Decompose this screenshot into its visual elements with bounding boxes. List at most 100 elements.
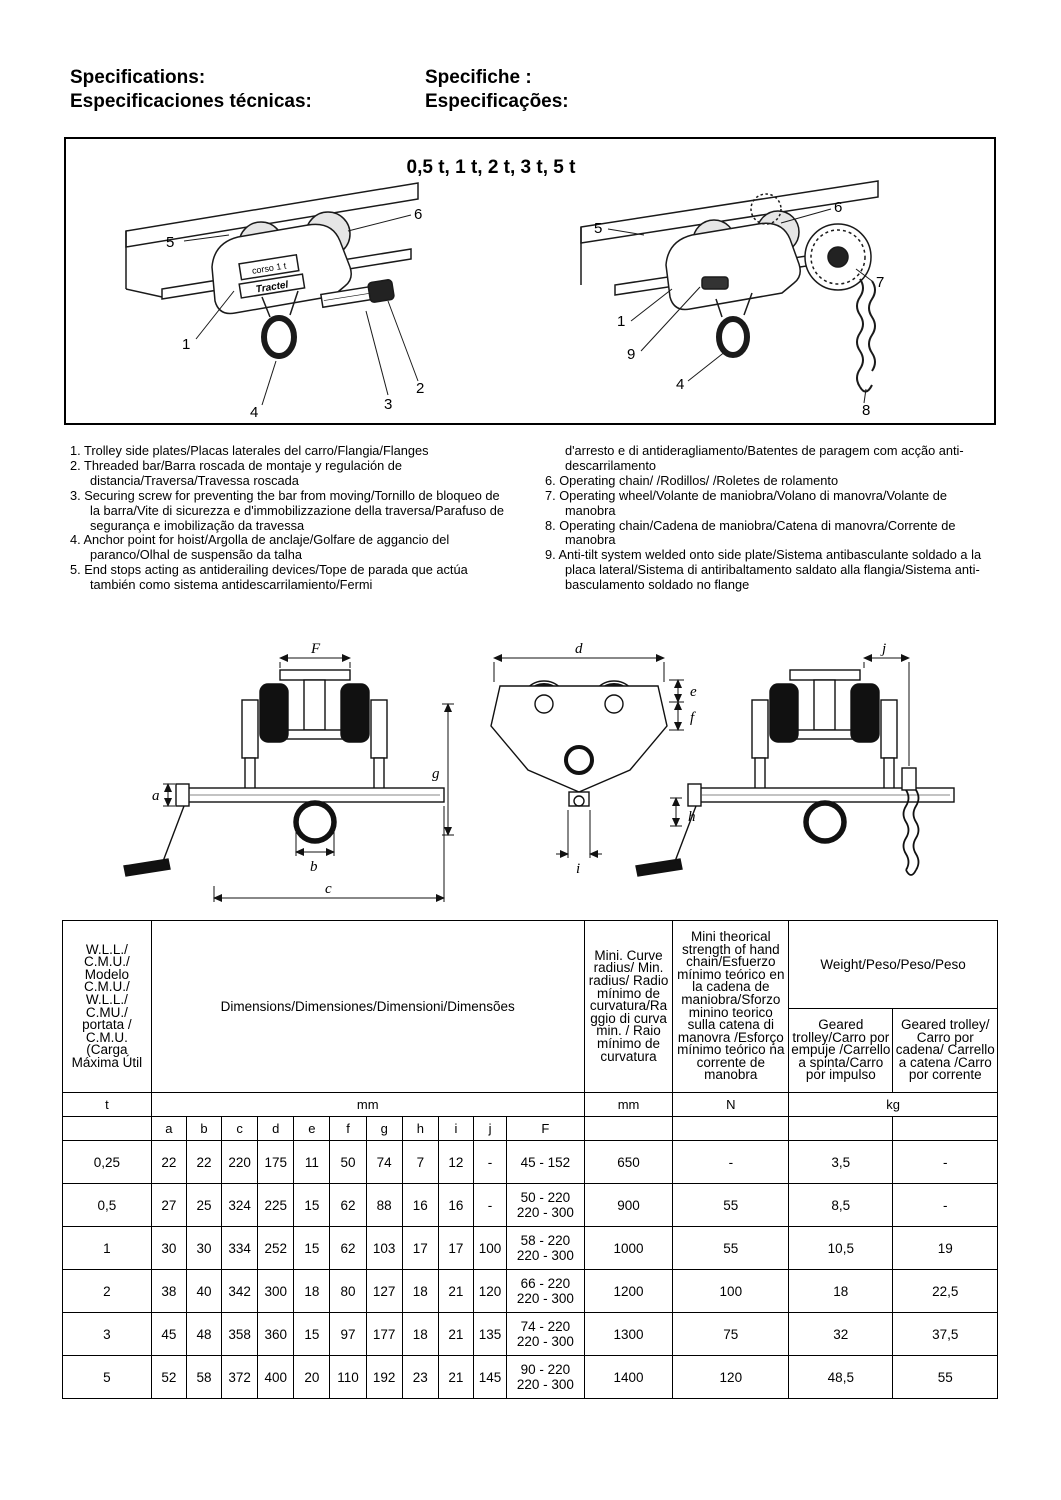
unit-t: t	[62, 1092, 152, 1117]
page-title-left: Specifications: Especificaciones técnica…	[70, 66, 312, 114]
callout-6-right: 6	[834, 199, 842, 216]
anchor-ring-right	[716, 316, 750, 358]
cell-radius: 900	[583, 1183, 674, 1227]
title-en: Specifications:	[70, 67, 206, 88]
cell-h: 17	[401, 1226, 439, 1270]
dim-label-g: g	[432, 766, 440, 782]
legend-item: d'arresto e di antideragliamento/Batente…	[565, 443, 964, 473]
cell-e: 15	[293, 1183, 331, 1227]
cell-d: 175	[257, 1140, 295, 1184]
cell-h: 18	[401, 1269, 439, 1313]
callout-1-right: 1	[617, 313, 625, 330]
legend-item: 3. Securing screw for preventing the bar…	[70, 487, 505, 533]
cell-h: 23	[401, 1355, 439, 1399]
cell-chain: 55	[672, 1183, 790, 1227]
cell-f: 110	[329, 1355, 367, 1399]
cell-radius: 650	[583, 1140, 674, 1184]
callout-5-right: 5	[594, 220, 602, 237]
chain-view-figure	[635, 669, 955, 877]
callout-6-left: 6	[414, 206, 422, 223]
callout-9-right: 9	[627, 346, 635, 363]
cell-j: 100	[472, 1226, 508, 1270]
callout-4-left: 4	[250, 404, 258, 421]
callout-8-right: 8	[862, 402, 870, 419]
cell-g: 192	[365, 1355, 403, 1399]
cell-i: 17	[437, 1226, 475, 1270]
cell-b: 58	[185, 1355, 223, 1399]
cell-a: 30	[150, 1226, 187, 1270]
page-title-right: Specifiche : Especificações:	[425, 66, 569, 114]
cell-a: 52	[150, 1355, 187, 1399]
dim-label-a: a	[152, 788, 160, 804]
trolley-illustration-frame: 0,5 t, 1 t, 2 t, 3 t, 5 t	[64, 137, 996, 425]
cell-geared: 55	[892, 1355, 998, 1399]
cell-d: 252	[257, 1226, 295, 1270]
cell-wll: 0,5	[62, 1183, 152, 1227]
cell-chain: 100	[672, 1269, 790, 1313]
cell-f: 50	[329, 1140, 367, 1184]
front-view-figure	[123, 669, 445, 877]
wll-header: W.L.L./ C.M.U./ Modelo C.M.U./ W.L.L./ C…	[62, 920, 152, 1093]
cell-push: 3,5	[788, 1140, 894, 1184]
legend-item: 1. Trolley side plates/Placas laterales …	[70, 443, 429, 458]
cell-e: 18	[293, 1269, 331, 1313]
cell-chain: -	[672, 1140, 790, 1184]
cell-push: 10,5	[788, 1226, 894, 1270]
callout-5-left: 5	[166, 234, 174, 251]
cell-j: 145	[472, 1355, 508, 1399]
cell-F: 74 - 220 220 - 300	[506, 1312, 585, 1356]
dim-label-e: e	[690, 684, 697, 700]
curve-radius-header: Mini. Curve radius/ Min. radius/ Radio m…	[583, 920, 674, 1093]
cell-F: 58 - 220 220 - 300	[506, 1226, 585, 1270]
letter-d: d	[257, 1116, 295, 1141]
legend-item: 6. Operating chain/ /Rodillos/ /Roletes …	[545, 472, 839, 488]
title-es: Especificaciones técnicas:	[70, 91, 312, 112]
hand-chain	[856, 278, 864, 388]
unit-mm-dims: mm	[150, 1092, 585, 1117]
letter-e: e	[293, 1116, 331, 1141]
left-callout-leaders	[183, 214, 419, 406]
cell-a: 27	[150, 1183, 187, 1227]
legend-left: 1. Trolley side plates/Placas laterales …	[70, 443, 513, 593]
chain-strength-header: Mini theorical strength of hand chain/Es…	[672, 920, 790, 1093]
cell-e: 15	[293, 1226, 331, 1270]
cell-radius: 1300	[583, 1312, 674, 1356]
unit-mm-radius: mm	[583, 1092, 674, 1117]
dimension-drawings-svg: F a b c	[123, 641, 955, 902]
cell-i: 12	[437, 1140, 475, 1184]
cell-c: 324	[221, 1183, 259, 1227]
weight-header: Weight/Peso/Peso/Peso	[788, 920, 998, 1009]
cell-i: 21	[437, 1312, 475, 1356]
cell-chain: 120	[672, 1355, 790, 1399]
cell-g: 88	[365, 1183, 403, 1227]
cell-chain: 55	[672, 1226, 790, 1270]
cell-f: 62	[329, 1226, 367, 1270]
trolley-illustrations: 0,5 t, 1 t, 2 t, 3 t, 5 t	[125, 157, 884, 421]
dim-label-f: f	[690, 710, 696, 726]
legend-right: d'arresto e di antideragliamento/Batente…	[545, 443, 993, 593]
anchor-ring	[261, 315, 297, 359]
cell-c: 220	[221, 1140, 259, 1184]
cell-wll: 5	[62, 1355, 152, 1399]
unit-n: N	[672, 1092, 790, 1117]
cell-a: 22	[150, 1140, 187, 1184]
cell-e: 11	[293, 1140, 331, 1184]
cell-j: 120	[472, 1269, 508, 1313]
cell-push: 32	[788, 1312, 894, 1356]
dim-label-d: d	[575, 641, 583, 657]
dim-label-i: i	[576, 861, 580, 877]
cell-j: 135	[472, 1312, 508, 1356]
letters-blank-radius	[583, 1116, 674, 1141]
cell-wll: 0,25	[62, 1140, 152, 1184]
cell-push: 8,5	[788, 1183, 894, 1227]
cell-F: 66 - 220 220 - 300	[506, 1269, 585, 1313]
cell-g: 103	[365, 1226, 403, 1270]
cell-f: 80	[329, 1269, 367, 1313]
right-callout-leaders	[607, 208, 873, 404]
